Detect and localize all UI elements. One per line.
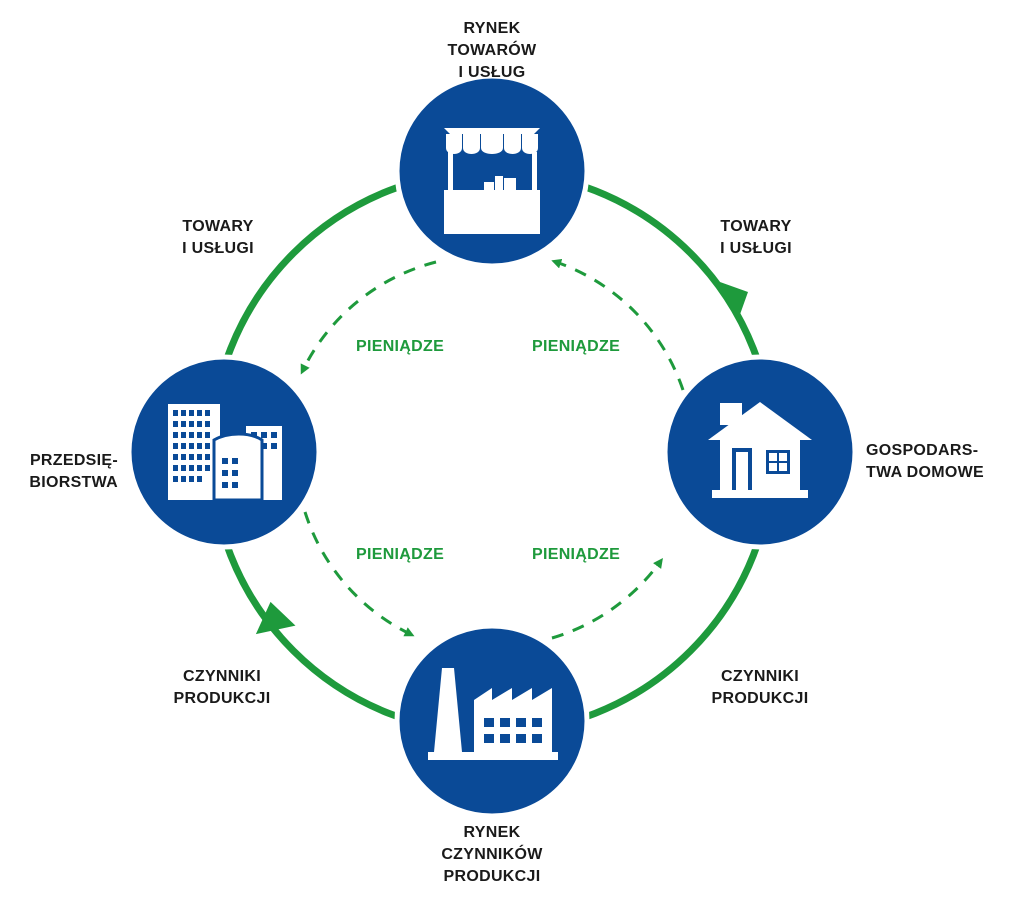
label-households: GOSPODARS- TWA DOMOWE [866, 442, 984, 481]
money-flow-top-right [551, 258, 685, 391]
money-flow-bottom-left [303, 511, 415, 637]
node-households [662, 354, 858, 550]
label-flow-factors-left: CZYNNIKI PRODUKCJI [173, 668, 271, 707]
node-firms [126, 354, 322, 550]
label-money-top-right: PIENIĄDZE [532, 338, 621, 355]
office-buildings-icon [168, 404, 282, 502]
label-money-top-left: PIENIĄDZE [356, 338, 445, 355]
label-flow-goods-left: TOWARY I USŁUGI [182, 218, 254, 257]
label-money-bottom-right: PIENIĄDZE [532, 546, 621, 563]
money-flow-top-left [300, 260, 437, 375]
arrow-factors-to-firms [255, 601, 296, 635]
label-flow-factors-right: CZYNNIKI PRODUKCJI [711, 668, 809, 707]
node-goods-market [394, 73, 590, 269]
market-stall-icon [444, 128, 540, 234]
label-firms: PRZEDSIĘ- BIORSTWA [29, 452, 118, 491]
factory-icon [428, 668, 558, 760]
node-factor-market [394, 623, 590, 819]
arrow-goods-to-households [720, 282, 748, 320]
label-factor-market: RYNEK CZYNNIKÓW PRODUKCJI [441, 824, 543, 885]
house-icon [708, 402, 812, 498]
label-money-bottom-left: PIENIĄDZE [356, 546, 445, 563]
money-flow-bottom-right [551, 557, 663, 640]
label-goods-market: RYNEK TOWARÓW I USŁUG [447, 20, 537, 81]
label-flow-goods-right: TOWARY I USŁUGI [720, 218, 792, 257]
